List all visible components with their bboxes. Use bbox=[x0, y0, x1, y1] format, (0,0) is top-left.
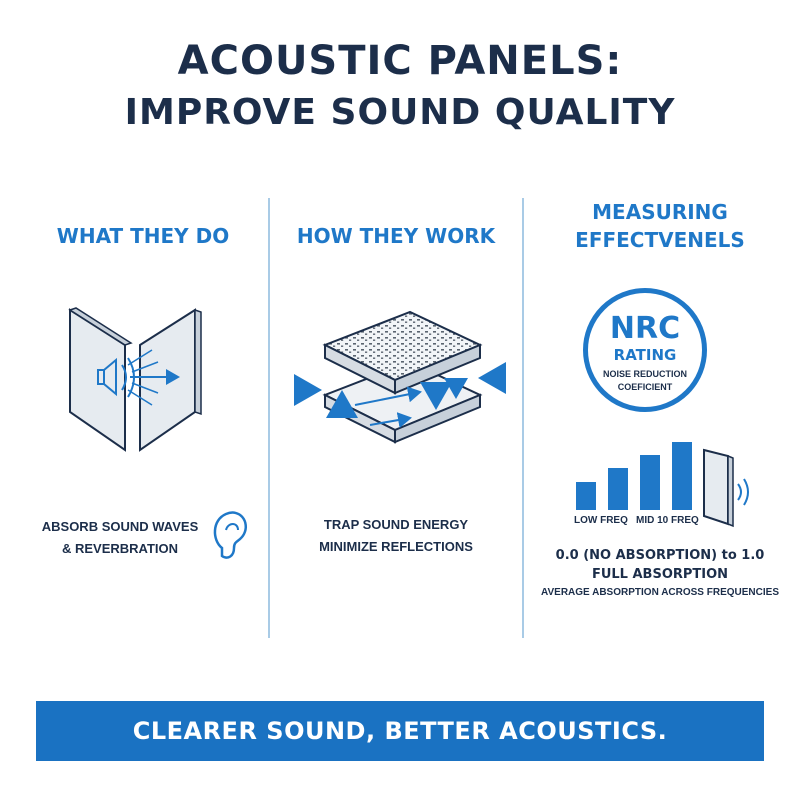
title-line-1: ACOUSTIC PANELS: bbox=[177, 38, 623, 84]
caption-how-line-2: MINIMIZE REFLECTIONS bbox=[319, 539, 473, 554]
panel-absorption-illustration bbox=[68, 307, 202, 452]
nrc-desc-line-1: NOISE REDUCTION bbox=[602, 369, 687, 379]
heading-measuring-line-1: MEASURING bbox=[592, 200, 728, 224]
range-line-1: 0.0 (NO ABSORPTION) to 1.0 bbox=[555, 548, 765, 563]
nrc-label: NRC bbox=[609, 311, 681, 346]
nrc-rating-label: RATING bbox=[613, 346, 677, 364]
caption-what-line-2: & REVERBRATION bbox=[61, 541, 179, 556]
range-line-2: FULL ABSORPTION bbox=[591, 567, 729, 582]
bottom-banner: CLEARER SOUND, BETTER ACOUSTICS. bbox=[36, 701, 764, 761]
range-line-3: AVERAGE ABSORPTION ACROSS FREQUENCIES bbox=[541, 587, 779, 598]
column-divider-2 bbox=[522, 198, 524, 638]
freq-label-low: LOW FREQ bbox=[574, 515, 628, 526]
caption-what-line-1: ABSORB SOUND WAVES bbox=[41, 519, 199, 534]
title-line-2: IMPROVE SOUND QUALITY bbox=[124, 92, 676, 133]
foam-panel-illustration bbox=[294, 310, 506, 444]
column-divider-1 bbox=[268, 198, 270, 638]
speaker-icon bbox=[97, 357, 117, 397]
nrc-desc-line-2: COEFICIENT bbox=[617, 382, 673, 392]
caption-how-line-1: TRAP SOUND ENERGY bbox=[323, 517, 469, 532]
freq-label-mid: MID 10 FREQ bbox=[636, 515, 699, 526]
ear-icon bbox=[213, 511, 247, 559]
heading-how-they-work: HOW THEY WORK bbox=[296, 224, 496, 248]
heading-what-they-do: WHAT THEY DO bbox=[56, 224, 230, 248]
frequency-bars bbox=[576, 442, 692, 510]
nrc-badge bbox=[583, 288, 707, 412]
heading-measuring-line-2: EFFECTVENELS bbox=[575, 228, 745, 252]
mini-panel-icon bbox=[703, 448, 749, 528]
